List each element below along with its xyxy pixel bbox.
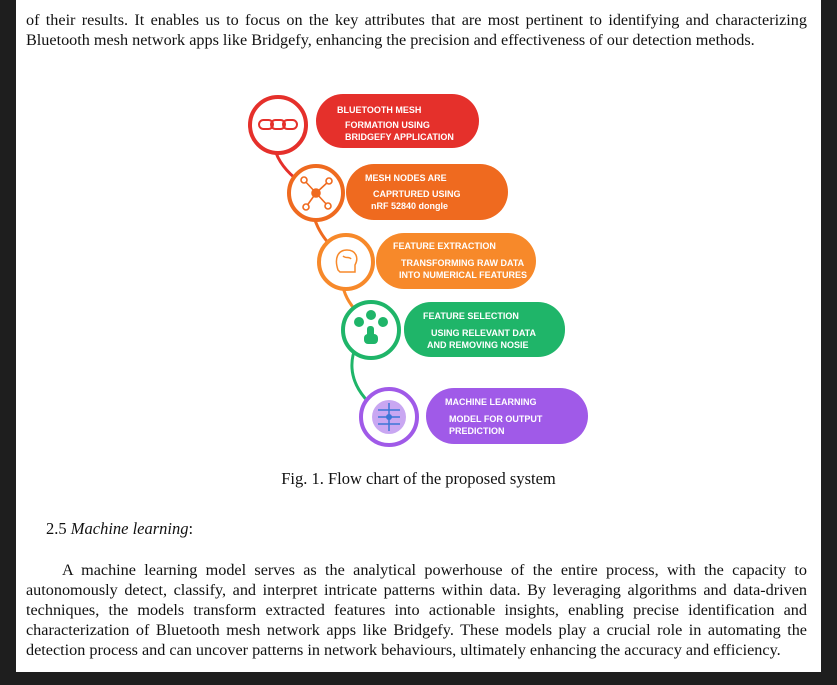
step-1-pill [316, 94, 479, 148]
section-heading: 2.5 Machine learning: [46, 519, 193, 539]
step-1-detail-2: BRIDGEFY APPLICATION [345, 132, 454, 142]
step-3-detail-1: TRANSFORMING RAW DATA [401, 258, 525, 268]
brain-head-icon [335, 249, 358, 273]
body-paragraph-bottom: A machine learning model serves as the a… [26, 561, 807, 659]
section-title: Machine learning [70, 519, 189, 538]
step-4-detail-1: USING RELEVANT DATA [431, 328, 536, 338]
section-number: 2.5 [46, 519, 67, 538]
section-suffix: : [188, 519, 194, 538]
step-5-text: MACHINE LEARNING MODEL FOR OUTPUT PREDIC… [445, 396, 542, 437]
step-2-pill [346, 164, 508, 220]
flow-chart-figure: BLUETOOTH MESH FORMATION USING BRIDGEFY … [16, 0, 821, 470]
step-5-detail-1: MODEL FOR OUTPUT [449, 414, 543, 424]
chain-link-icon [258, 119, 298, 130]
step-2-text: MESH NODES ARE CAPRTURED USING nRF 52840… [365, 172, 461, 212]
step-1-text: BLUETOOTH MESH FORMATION USING BRIDGEFY … [337, 104, 454, 143]
step-2-detail-1: CAPRTURED USING [373, 189, 461, 199]
figure-caption: Fig. 1. Flow chart of the proposed syste… [281, 469, 556, 488]
step-5-heading: MACHINE LEARNING [445, 397, 537, 407]
step-5-detail-2: PREDICTION [449, 426, 505, 436]
step-3-heading: FEATURE EXTRACTION [393, 241, 496, 251]
step-4-detail-2: AND REMOVING NOSIE [427, 340, 529, 350]
step-4-pill [404, 302, 565, 357]
step-4-heading: FEATURE SELECTION [423, 311, 519, 321]
step-1-detail-1: FORMATION USING [345, 120, 430, 130]
paper-page: of their results. It enables us to focus… [16, 0, 821, 672]
step-5-pill [426, 388, 588, 444]
step-3-detail-2: INTO NUMERICAL FEATURES [399, 270, 528, 280]
step-2-detail-2: nRF 52840 dongle [371, 201, 449, 211]
flow-chart-graphic [248, 94, 588, 447]
step-1-heading: BLUETOOTH MESH [337, 105, 422, 115]
step-3-pill [376, 233, 536, 289]
ai-brain-icon [372, 400, 406, 434]
hand-select-icon [354, 310, 388, 344]
step-1-ring [248, 95, 308, 155]
step-3-text: FEATURE EXTRACTION TRANSFORMING RAW DATA… [393, 240, 527, 281]
step-4-text: FEATURE SELECTION USING RELEVANT DATA AN… [423, 310, 536, 351]
body-paragraph-top: of their results. It enables us to focus… [26, 11, 807, 49]
step-2-heading: MESH NODES ARE [365, 173, 447, 183]
step-3-ring [317, 233, 375, 291]
network-nodes-icon [300, 176, 333, 211]
